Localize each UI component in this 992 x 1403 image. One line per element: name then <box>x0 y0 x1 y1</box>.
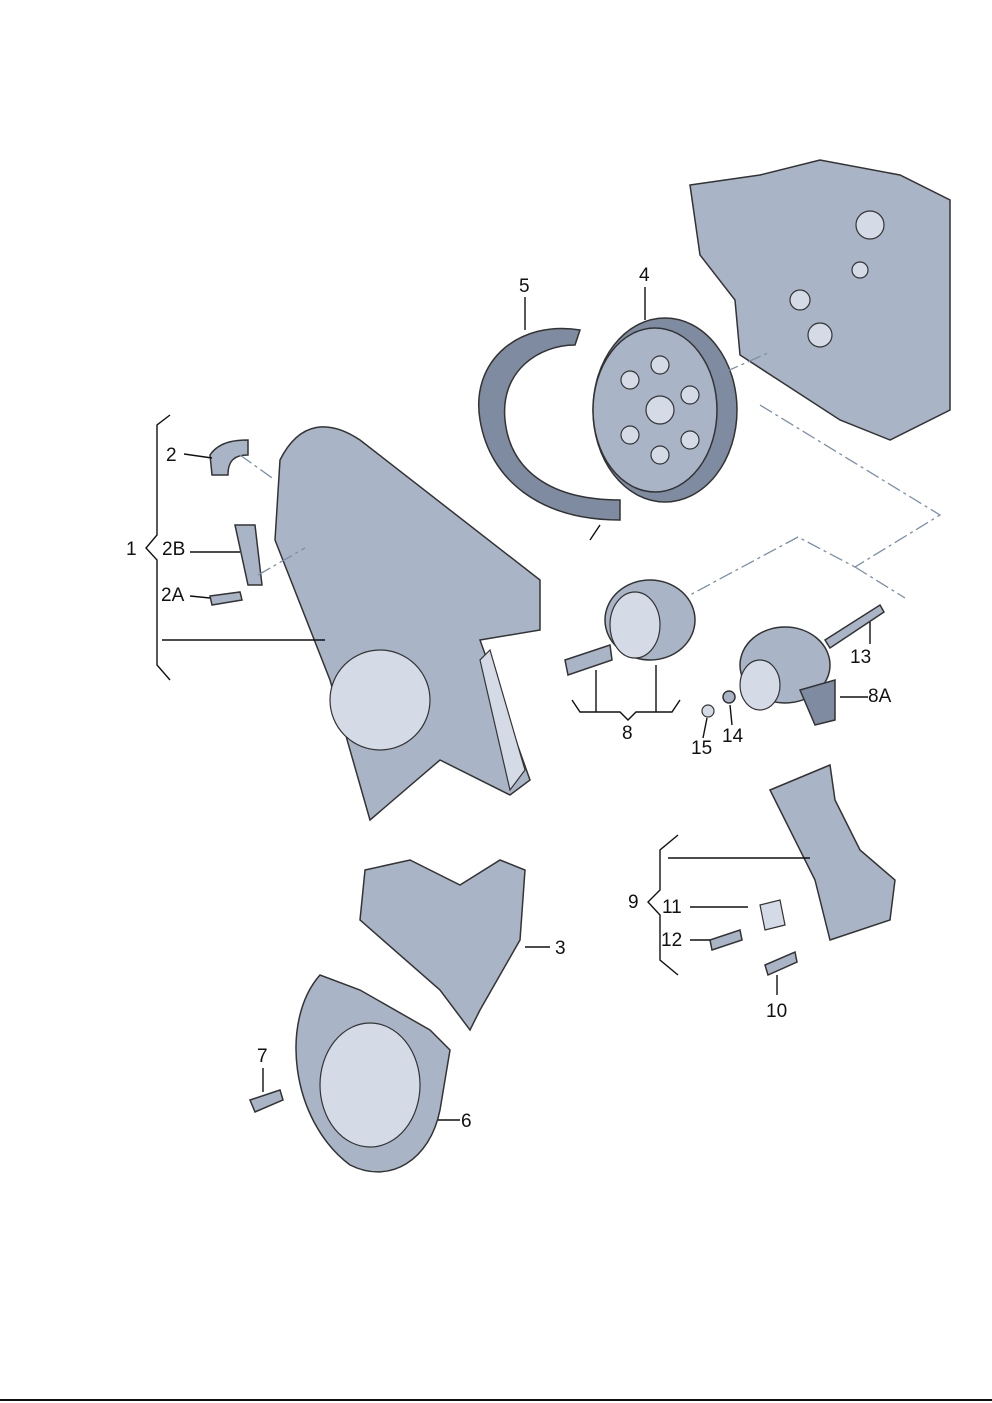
clip <box>234 524 263 586</box>
leader-lines <box>145 287 871 1121</box>
rear-cover <box>295 974 451 1173</box>
camshaft-sprocket <box>592 317 738 503</box>
callout-8: 8 <box>622 723 633 744</box>
callout-7: 7 <box>257 1046 268 1067</box>
callout-11: 11 <box>662 897 682 918</box>
callout-15: 15 <box>691 738 712 759</box>
callout-2: 2 <box>166 445 177 466</box>
cylinder-head <box>689 159 951 441</box>
screw-2a <box>209 591 243 606</box>
lower-cover <box>359 859 526 1032</box>
callout-10: 10 <box>766 1001 787 1022</box>
callout-14: 14 <box>722 726 744 747</box>
callout-6: 6 <box>461 1111 472 1132</box>
callout-9: 9 <box>628 892 639 913</box>
callout-5: 5 <box>519 276 530 297</box>
callout-13: 13 <box>850 647 871 668</box>
callout-2a: 2A <box>161 585 185 606</box>
callout-12: 12 <box>661 930 682 951</box>
tensioning-roller <box>564 579 696 676</box>
callout-4: 4 <box>639 265 650 286</box>
callout-1: 1 <box>126 539 137 560</box>
centerlines <box>239 351 942 599</box>
cap <box>209 439 249 476</box>
callout-2b: 2B <box>162 539 185 560</box>
bolt-7 <box>248 1089 284 1113</box>
timing-belt-cover <box>274 426 541 822</box>
callout-3: 3 <box>555 938 566 959</box>
engine-bracket <box>709 763 896 977</box>
timing-belt <box>478 327 621 541</box>
tensioner-8a <box>701 603 885 726</box>
callout-8a: 8A <box>868 686 892 707</box>
